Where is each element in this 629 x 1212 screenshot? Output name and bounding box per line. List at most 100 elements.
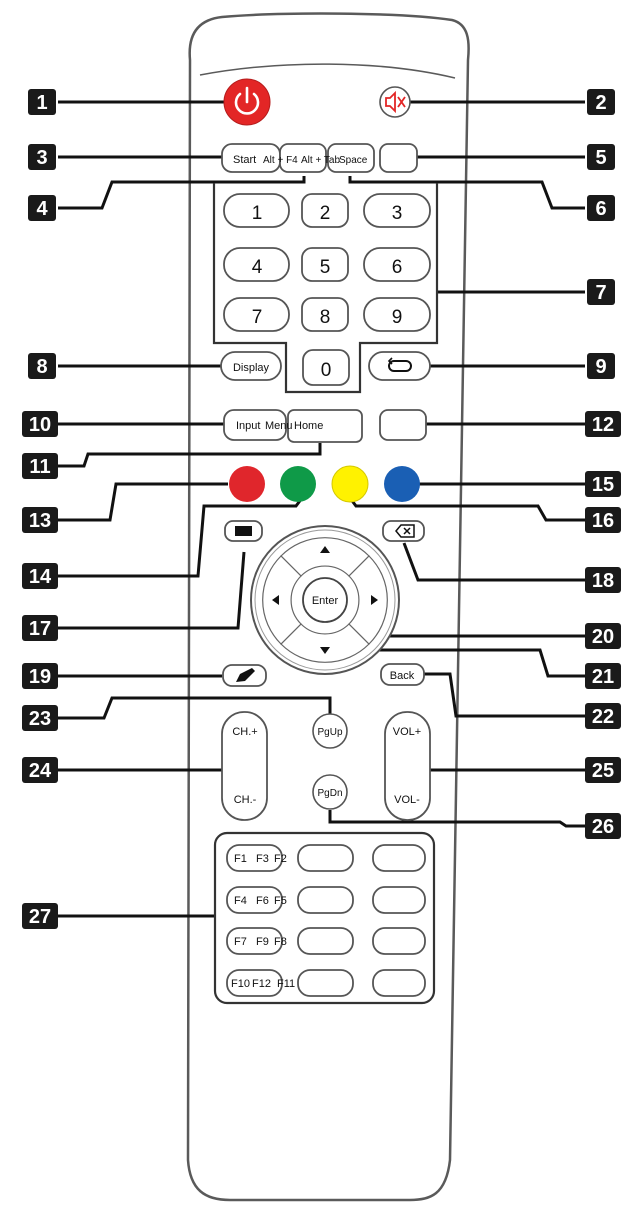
screen-button[interactable] <box>224 520 263 542</box>
callout-5: 5 <box>587 144 615 170</box>
numpad-bracket <box>212 183 439 394</box>
f12-label: F12 <box>252 978 271 990</box>
f5-label: F5 <box>274 895 287 907</box>
f9-button[interactable] <box>372 927 426 955</box>
callout-badges: 1 2 3 4 5 6 7 8 9 10 11 12 13 14 15 16 1… <box>22 89 621 929</box>
menu-home-button[interactable]: Menu Home <box>265 409 363 443</box>
alt-tab-space-button[interactable]: Alt + Tab Space <box>301 143 375 173</box>
f3-label: F3 <box>256 853 269 865</box>
dpad-right-button[interactable] <box>348 555 388 645</box>
callout-2: 2 <box>587 89 615 115</box>
f1-button[interactable] <box>226 844 283 872</box>
loop-button[interactable] <box>368 351 431 381</box>
enter-button[interactable]: Enter <box>302 577 348 623</box>
remote-top-cap <box>199 63 456 79</box>
f-row-2: F4 F6 F5 <box>226 886 426 914</box>
channel-down-label: CH.- <box>234 794 257 806</box>
digit-1-button[interactable]: 1 <box>223 193 290 228</box>
channel-rocker[interactable]: CH.+ CH.- <box>221 711 268 821</box>
f12-button[interactable] <box>372 969 426 997</box>
f4-label: F4 <box>234 895 247 907</box>
backspace-button[interactable] <box>382 520 425 542</box>
svg-text:13: 13 <box>29 510 51 532</box>
back-button[interactable]: Back <box>380 663 425 686</box>
blue-key[interactable] <box>384 466 420 502</box>
f4-button[interactable] <box>226 886 283 914</box>
callout-14: 14 <box>22 563 58 589</box>
callout-25: 25 <box>585 757 621 783</box>
f3-button[interactable] <box>372 844 426 872</box>
red-key[interactable] <box>229 466 265 502</box>
svg-text:Start: Start <box>233 154 256 166</box>
svg-text:Alt + Tab: Alt + Tab <box>301 155 340 166</box>
blank-button-12[interactable] <box>379 409 427 441</box>
blank-button-5[interactable] <box>379 143 418 173</box>
callout-22: 22 <box>585 703 621 729</box>
svg-text:Input: Input <box>236 420 260 432</box>
f7-button[interactable] <box>226 927 283 955</box>
f7-label: F7 <box>234 936 247 948</box>
svg-text:25: 25 <box>592 760 614 782</box>
digit-8-button[interactable]: 8 <box>301 297 349 332</box>
svg-text:5: 5 <box>595 147 606 169</box>
f10-button[interactable] <box>226 969 283 997</box>
function-key-group <box>213 831 436 1005</box>
arrow-right-icon <box>371 595 378 605</box>
start-button[interactable]: Start <box>221 143 281 173</box>
svg-text:8: 8 <box>320 307 331 328</box>
power-button[interactable] <box>223 78 271 126</box>
f11-button[interactable] <box>297 969 354 997</box>
svg-text:22: 22 <box>592 706 614 728</box>
callout-27: 27 <box>22 903 58 929</box>
f6-label: F6 <box>256 895 269 907</box>
dpad-left-button[interactable] <box>262 555 302 645</box>
svg-text:Back: Back <box>390 670 415 682</box>
digit-4-button[interactable]: 4 <box>223 247 290 282</box>
f2-label: F2 <box>274 853 287 865</box>
callout-3: 3 <box>28 144 56 170</box>
f2-button[interactable] <box>297 844 354 872</box>
pen-button[interactable] <box>222 664 267 687</box>
green-key[interactable] <box>280 466 316 502</box>
callout-10: 10 <box>22 411 58 437</box>
callout-18: 18 <box>585 567 621 593</box>
svg-text:1: 1 <box>36 92 47 114</box>
callout-11: 11 <box>22 453 58 479</box>
digit-2-button[interactable]: 2 <box>301 193 349 228</box>
volume-rocker[interactable]: VOL+ VOL- <box>384 711 431 821</box>
mute-button[interactable] <box>379 86 411 118</box>
backspace-icon <box>395 524 415 538</box>
arrow-left-icon <box>272 595 279 605</box>
pgdn-button[interactable]: PgDn <box>312 774 348 810</box>
svg-text:Menu: Menu <box>265 420 293 432</box>
digit-9-button[interactable]: 9 <box>363 297 431 332</box>
yellow-key[interactable] <box>331 465 369 503</box>
pen-icon <box>236 668 255 682</box>
callout-15: 15 <box>585 471 621 497</box>
svg-text:3: 3 <box>36 147 47 169</box>
svg-text:17: 17 <box>29 618 51 640</box>
callout-24: 24 <box>22 757 58 783</box>
digit-7-button[interactable]: 7 <box>223 297 290 332</box>
digit-6-button[interactable]: 6 <box>363 247 431 282</box>
f5-button[interactable] <box>297 886 354 914</box>
f-row-4: F10 F12 F11 <box>226 969 426 997</box>
digit-0-button[interactable]: 0 <box>302 349 350 386</box>
f6-button[interactable] <box>372 886 426 914</box>
f8-button[interactable] <box>297 927 354 955</box>
alt-f4-button[interactable]: Alt + F4 <box>263 143 327 173</box>
svg-text:23: 23 <box>29 708 51 730</box>
callout-7: 7 <box>587 279 615 305</box>
callout-21: 21 <box>585 663 621 689</box>
digit-5-button[interactable]: 5 <box>301 247 349 282</box>
digit-3-button[interactable]: 3 <box>363 193 431 228</box>
pgup-button[interactable]: PgUp <box>312 713 348 749</box>
svg-text:8: 8 <box>36 356 47 378</box>
svg-text:19: 19 <box>29 666 51 688</box>
callout-17: 17 <box>22 615 58 641</box>
svg-text:9: 9 <box>392 307 403 328</box>
display-button[interactable]: Display <box>220 351 282 381</box>
input-button[interactable]: Input <box>223 409 287 441</box>
svg-text:7: 7 <box>595 282 606 304</box>
